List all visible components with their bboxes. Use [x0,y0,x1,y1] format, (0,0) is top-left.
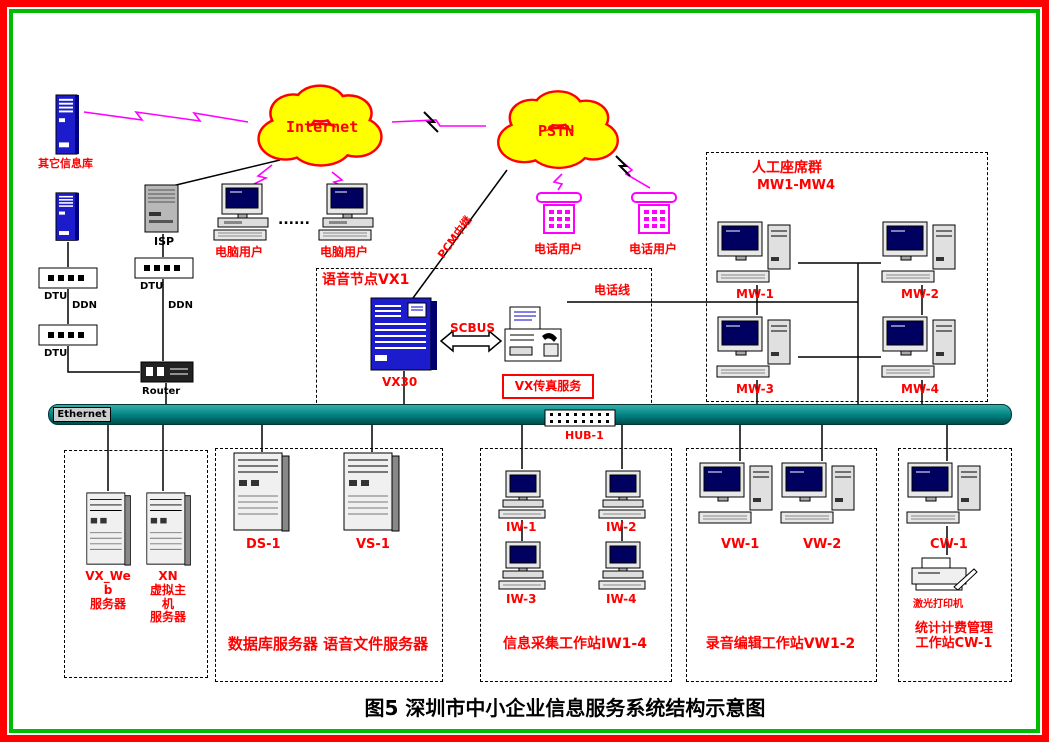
fax-device-icon [504,305,568,365]
black-links [67,159,948,555]
iw2-label: IW-2 [606,520,637,534]
fax-service-box: VX传真服务 [502,374,594,399]
ddn-label-a: DDN [72,300,97,311]
other-db-label: 其它信息库 [38,157,93,170]
vw-box [686,448,877,682]
other-db-server-icon [55,94,81,156]
dtu-label-a: DTU [44,291,68,302]
db-servers-box [215,448,443,682]
hub-icon [544,409,616,427]
iw-box [480,448,672,682]
laser-printer-icon [910,556,980,598]
ethernet-label: Ethernet [53,407,111,422]
vs1-server-icon [343,452,401,532]
cw-box [898,448,1012,682]
ds1-label: DS-1 [246,537,281,552]
iw2-pc-icon [597,470,649,520]
router-label: Router [142,386,181,397]
ds1-server-icon [233,452,291,532]
isp-label: ISP [154,235,175,248]
mw4-label: MW-4 [901,382,939,396]
iw3-pc-icon [497,541,549,591]
db-box-caption: 数据库服务器 语音文件服务器 [227,635,429,653]
scbus-arrow [439,329,503,353]
vw1-workstation-icon [698,462,780,526]
iw-box-caption: 信息采集工作站IW1-4 [503,636,647,652]
router-icon [140,361,194,383]
phone-user-label-2: 电话用户 [629,242,678,256]
xn-label: XN 虚拟主 机 服务器 [149,569,186,625]
dtu-icon-a [38,267,98,289]
cw1-label: CW-1 [930,537,968,552]
agent-group-subtitle: MW1-MW4 [757,178,836,193]
vs1-label: VS-1 [356,537,390,552]
agent-group-box [706,152,988,402]
magenta-links [83,110,651,191]
internet-label: Internet [286,118,359,136]
dtu-label-c: DTU [140,281,164,292]
pc-user-label-1: 电脑用户 [215,245,264,259]
mw2-label: MW-2 [901,287,939,301]
dots-label: ...... [278,212,310,228]
iw1-label: IW-1 [506,520,537,534]
dtu-icon-b [38,324,98,346]
vw1-label: VW-1 [721,537,760,552]
iw4-pc-icon [597,541,649,591]
phone-line-label: 电话线 [594,283,631,297]
vx30-server-icon [370,297,438,371]
cw1-workstation-icon [906,462,988,526]
pstn-label: PSTN [538,122,575,140]
agent-group-title: 人工座席群 [752,160,822,176]
vxweb-server-icon [86,492,132,566]
pc-user-label-2: 电脑用户 [320,245,369,259]
printer-label: 激光打印机 [913,599,963,610]
vxweb-label: VX_We b 服务器 [85,569,131,611]
iw1-pc-icon [497,470,549,520]
vw-box-caption: 录音编辑工作站VW1-2 [705,636,856,652]
dtu-icon-c [134,257,194,279]
pc-user-icon-1 [212,183,274,243]
mw1-workstation-icon [716,221,798,285]
vw2-label: VW-2 [803,537,842,552]
phone-icon-1 [534,190,584,237]
ethernet-bus [48,404,1012,425]
web-servers-box [64,450,208,678]
isp-server-icon [143,184,183,234]
mw3-workstation-icon [716,316,798,380]
dtu-label-b: DTU [44,348,68,359]
ddn-label-b: DDN [168,300,193,311]
diagram-title: 图5 深圳市中小企业信息服务系统结构示意图 [364,696,766,720]
mw1-label: MW-1 [736,287,774,301]
voice-node-title: 语音节点VX1 [322,272,410,288]
mw3-label: MW-3 [736,382,774,396]
scbus-label: SCBUS [450,321,495,335]
xn-server-icon [146,492,192,566]
ddn-server-icon [55,192,81,242]
phone-user-label-1: 电话用户 [534,242,583,256]
lightning-bolts [423,111,631,177]
pc-user-icon-2 [317,183,379,243]
cw-box-caption: 统计计费管理 工作站CW-1 [914,621,993,651]
vw2-workstation-icon [780,462,862,526]
hub-label: HUB-1 [565,429,604,442]
iw4-label: IW-4 [606,592,637,606]
phone-icon-2 [629,190,679,237]
iw3-label: IW-3 [506,592,537,606]
vx30-label: VX30 [382,375,418,389]
mw4-workstation-icon [881,316,963,380]
mw2-workstation-icon [881,221,963,285]
